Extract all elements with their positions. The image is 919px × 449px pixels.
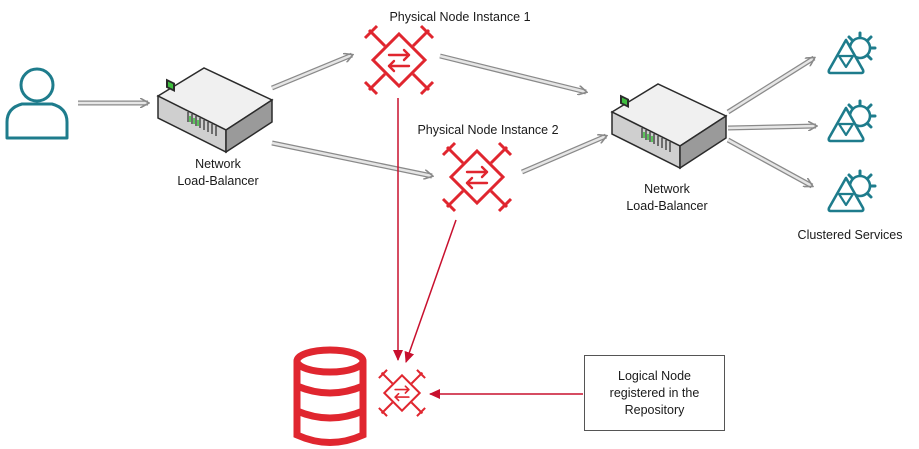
connector-node2-to-lb2 xyxy=(521,133,606,175)
lb2-label: Network Load-Balancer xyxy=(607,181,727,215)
connector-node1-to-lb2 xyxy=(439,53,586,92)
connectors-gray xyxy=(78,53,816,189)
node1-label: Physical Node Instance 1 xyxy=(389,10,531,24)
connectors-red xyxy=(393,98,583,399)
registry-note-box: Logical Node registered in the Repositor… xyxy=(584,355,725,431)
lb2-label-line2: Load-Balancer xyxy=(626,199,708,213)
service-gear-icon xyxy=(827,169,877,213)
service-gear-icon xyxy=(827,31,877,75)
registry-note-text: Logical Node registered in the Repositor… xyxy=(609,368,700,417)
node-instance-icon xyxy=(377,368,427,418)
connector-lb2-to-service3 xyxy=(726,137,812,189)
services-label: Clustered Services xyxy=(797,228,903,242)
connector-lb2-to-service1 xyxy=(726,55,814,115)
lb1-label: Network Load-Balancer xyxy=(158,156,278,190)
lb2-label-line1: Network xyxy=(644,182,690,196)
connector-lb2-to-service2 xyxy=(727,126,816,128)
lb1-label-line2: Load-Balancer xyxy=(177,174,259,188)
connector-lb1-to-node1 xyxy=(271,55,352,91)
network-switch-icon xyxy=(611,83,727,169)
node2-label: Physical Node Instance 2 xyxy=(417,123,559,137)
database-icon xyxy=(293,346,367,446)
lb1-label-line1: Network xyxy=(195,157,241,171)
connector-node2-to-logical-node xyxy=(404,219,457,363)
connector-lb1-to-node2 xyxy=(271,140,432,176)
service-gear-icon xyxy=(827,99,877,143)
node-instance-icon xyxy=(441,141,513,213)
network-switch-icon xyxy=(157,67,273,153)
user-icon xyxy=(5,67,69,140)
node-instance-icon xyxy=(363,24,435,96)
